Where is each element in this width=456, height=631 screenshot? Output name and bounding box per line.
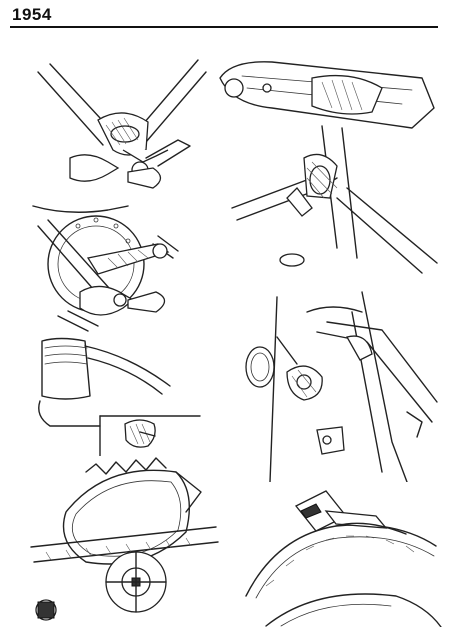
illustration-hub-axle-wingnut [28,196,208,336]
header-rule [10,26,438,28]
illustration-chainwheel-guide [236,486,442,627]
page-year: 1954 [12,5,52,24]
wingnut-fixing-icon [37,59,207,189]
hub-axle-icon [32,205,179,332]
illustration-bottom-bracket-clamp [30,336,205,456]
chain-guide-icon [245,490,442,627]
chainwheel-icon [30,457,219,621]
illustration-derailleur-control [232,282,442,482]
illustration-seat-cluster-lug [212,48,442,278]
cable-clamp-icon [38,337,201,456]
illustration-chainwheel-derailleur [26,452,226,627]
gear-lever-icon [245,291,438,482]
frame-lug-icon [219,61,438,274]
illustration-frame-lug-wingnut [28,50,208,200]
